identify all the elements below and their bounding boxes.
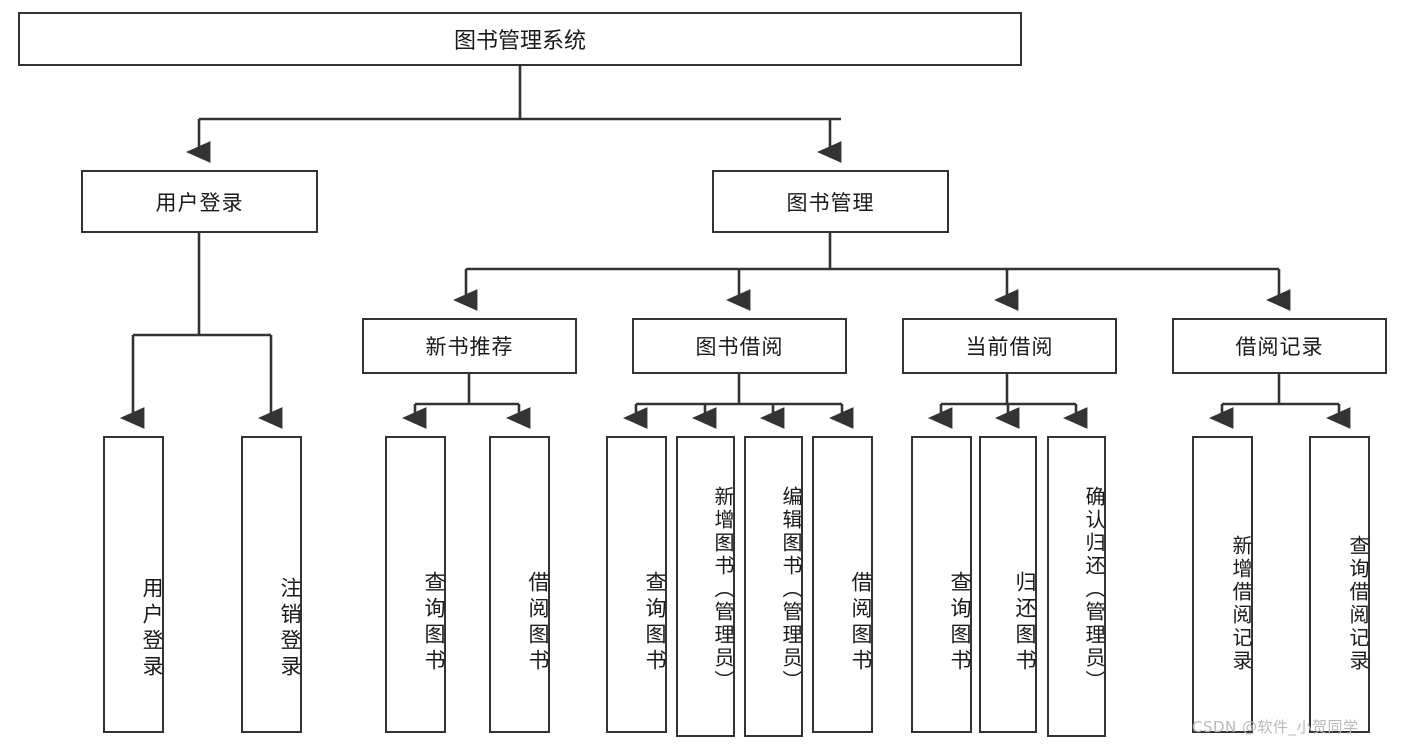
leaf-return-book[interactable]: 归还图书 bbox=[979, 436, 1037, 733]
leaf-confirm-return[interactable]: 确认归还（管理员） bbox=[1047, 436, 1106, 737]
node-user-login-label: 用户登录 bbox=[155, 190, 244, 215]
node-borrow-record-label: 借阅记录 bbox=[1235, 335, 1324, 359]
node-current-borrow[interactable]: 当前借阅 bbox=[902, 318, 1117, 374]
csdn-watermark: CSDN @软件_小贺同学 bbox=[1192, 718, 1359, 736]
node-root-label: 图书管理系统 bbox=[453, 29, 586, 54]
node-root[interactable]: 图书管理系统 bbox=[18, 12, 1022, 66]
node-book-manage[interactable]: 图书管理 bbox=[712, 170, 949, 233]
leaf-edit-book-label: 编辑图书（管理员） bbox=[779, 486, 803, 693]
node-user-login[interactable]: 用户登录 bbox=[81, 170, 318, 233]
leaf-confirm-return-label: 确认归还（管理员） bbox=[1082, 486, 1106, 693]
leaf-query-book-1-label: 查询图书 bbox=[422, 570, 446, 675]
leaf-query-book-3[interactable]: 查询图书 bbox=[911, 436, 972, 733]
leaf-logout-label: 注销登录 bbox=[278, 576, 302, 681]
node-new-book-rec[interactable]: 新书推荐 bbox=[362, 318, 577, 374]
leaf-query-record[interactable]: 查询借阅记录 bbox=[1309, 436, 1370, 733]
leaf-borrow-book-1[interactable]: 借阅图书 bbox=[489, 436, 550, 733]
leaf-query-record-label: 查询借阅记录 bbox=[1346, 534, 1370, 673]
leaf-borrow-book-2[interactable]: 借阅图书 bbox=[812, 436, 873, 733]
leaf-edit-book[interactable]: 编辑图书（管理员） bbox=[744, 436, 803, 737]
leaf-query-book-1[interactable]: 查询图书 bbox=[385, 436, 446, 733]
leaf-query-book-3-label: 查询图书 bbox=[948, 570, 972, 675]
leaf-user-login-label: 用户登录 bbox=[140, 576, 164, 681]
node-current-borrow-label: 当前借阅 bbox=[965, 335, 1054, 359]
leaf-query-book-2-label: 查询图书 bbox=[643, 570, 667, 675]
node-borrow-record[interactable]: 借阅记录 bbox=[1172, 318, 1387, 374]
leaf-borrow-book-1-label: 借阅图书 bbox=[526, 570, 550, 675]
leaf-add-record-label: 新增借阅记录 bbox=[1229, 534, 1253, 673]
node-new-book-rec-label: 新书推荐 bbox=[425, 335, 514, 359]
leaf-add-book[interactable]: 新增图书（管理员） bbox=[676, 436, 735, 737]
leaf-logout[interactable]: 注销登录 bbox=[241, 436, 302, 733]
node-book-borrow-label: 图书借阅 bbox=[695, 335, 784, 359]
leaf-query-book-2[interactable]: 查询图书 bbox=[606, 436, 667, 733]
leaf-borrow-book-2-label: 借阅图书 bbox=[849, 570, 873, 675]
node-book-borrow[interactable]: 图书借阅 bbox=[632, 318, 847, 374]
leaf-add-book-label: 新增图书（管理员） bbox=[711, 486, 735, 693]
node-book-manage-label: 图书管理 bbox=[786, 190, 875, 215]
leaf-return-book-label: 归还图书 bbox=[1013, 570, 1037, 675]
leaf-add-record[interactable]: 新增借阅记录 bbox=[1192, 436, 1253, 733]
leaf-user-login[interactable]: 用户登录 bbox=[103, 436, 164, 733]
